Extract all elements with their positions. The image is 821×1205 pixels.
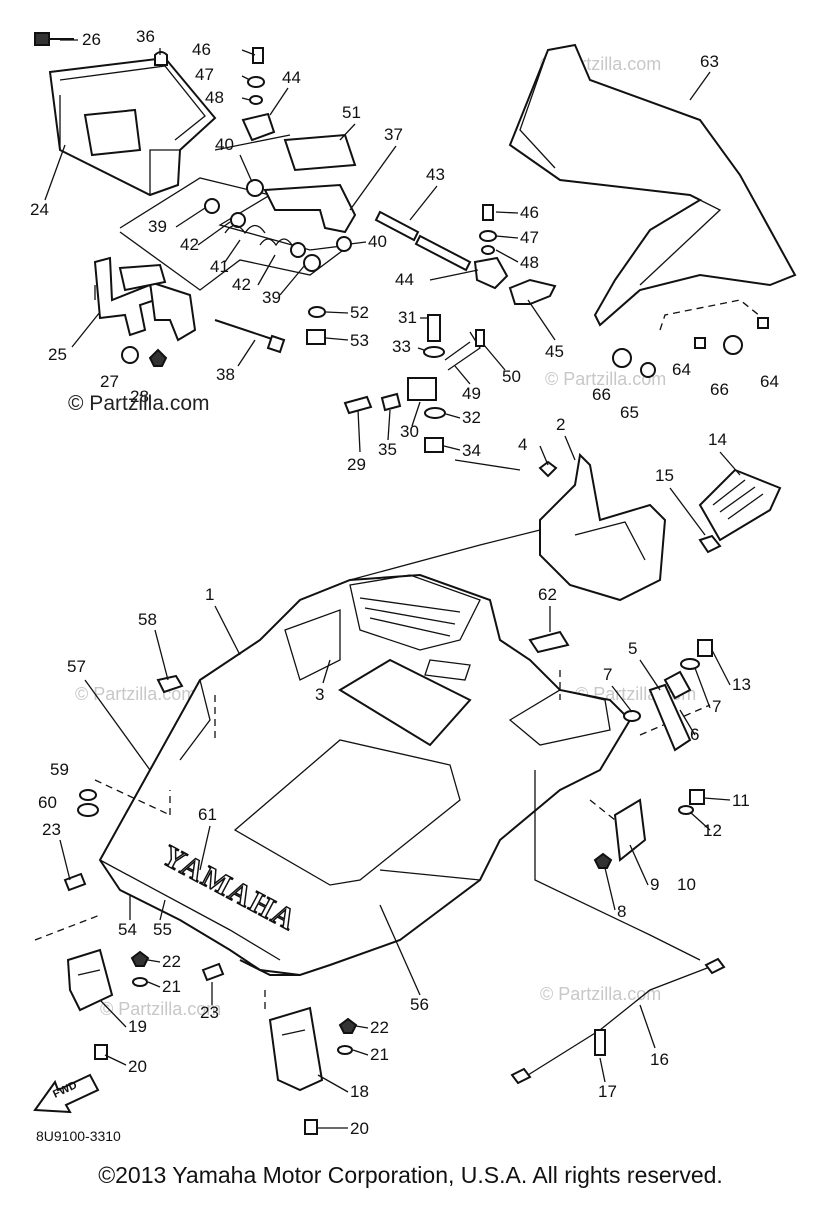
callout-label: 22 — [370, 1018, 389, 1037]
callout-label: 37 — [384, 125, 403, 144]
callout-label: 47 — [195, 65, 214, 84]
watermark: © Partzilla.com — [540, 984, 661, 1004]
callout-label: 5 — [628, 639, 637, 658]
callout-label: 66 — [710, 380, 729, 399]
callout-label: 2 — [556, 415, 565, 434]
watermark: © Partzilla.com — [545, 369, 666, 389]
callout-label: 27 — [100, 372, 119, 391]
callout-label: 22 — [162, 952, 181, 971]
callout-label: 49 — [462, 384, 481, 403]
callout-label: 59 — [50, 760, 69, 779]
bracket — [93, 256, 197, 342]
callout-label: 9 — [650, 875, 659, 894]
callout-label: 66 — [592, 385, 611, 404]
callout-label: 48 — [520, 253, 539, 272]
callout-label: 34 — [462, 441, 481, 460]
callout-label: 18 — [350, 1082, 369, 1101]
callout-labels: 26 36 46 47 48 44 51 37 40 43 24 39 42 4… — [30, 27, 779, 1138]
callout-label: 54 — [118, 920, 137, 939]
bracket-2 — [539, 452, 667, 602]
callout-label: 31 — [398, 308, 417, 327]
callout-label: 19 — [128, 1017, 147, 1036]
callout-label: 44 — [282, 68, 301, 87]
callout-label: 41 — [210, 257, 229, 276]
callout-label: 33 — [392, 337, 411, 356]
partzilla-watermark: © Partzilla.com — [68, 392, 210, 415]
callout-label: 63 — [700, 52, 719, 71]
callout-label: 30 — [400, 422, 419, 441]
callout-label: 48 — [205, 88, 224, 107]
callout-label: 46 — [192, 40, 211, 59]
callout-label: 61 — [198, 805, 217, 824]
headlight-housing — [48, 56, 217, 197]
callout-label: 17 — [598, 1082, 617, 1101]
callout-label: 4 — [518, 435, 527, 454]
callout-label: 56 — [410, 995, 429, 1014]
callout-label: 42 — [180, 235, 199, 254]
callout-label: 32 — [462, 408, 481, 427]
callout-label: 16 — [650, 1050, 669, 1069]
callout-label: 57 — [67, 657, 86, 676]
callout-label: 46 — [520, 203, 539, 222]
callout-label: 53 — [350, 331, 369, 350]
callout-label: 39 — [262, 288, 281, 307]
watermark: © Partzilla.com — [100, 999, 221, 1019]
callout-label: 39 — [148, 217, 167, 236]
callout-label: 35 — [378, 440, 397, 459]
callout-label: 7 — [712, 697, 721, 716]
callout-label: 52 — [350, 303, 369, 322]
callout-label: 11 — [732, 791, 750, 810]
callout-label: 64 — [672, 360, 691, 379]
callout-label: 65 — [620, 403, 639, 422]
callout-label: 28 — [130, 387, 149, 406]
callout-label: 47 — [520, 228, 539, 247]
callout-label: 1 — [205, 585, 214, 604]
part-code: 8U9100-3310 — [36, 1128, 121, 1144]
fwd-arrow: FWD — [33, 1073, 100, 1114]
callout-label: 23 — [42, 820, 61, 839]
main-hood — [98, 573, 632, 977]
callout-label: 50 — [502, 367, 521, 386]
callout-label: 36 — [136, 27, 155, 46]
callout-label: 24 — [30, 200, 49, 219]
callout-label: 55 — [153, 920, 172, 939]
callout-label: 15 — [655, 466, 674, 485]
callout-label: 29 — [347, 455, 366, 474]
callout-label: 51 — [342, 103, 361, 122]
callout-label: 60 — [38, 793, 57, 812]
callout-label: 10 — [677, 875, 696, 894]
callout-label: 40 — [368, 232, 387, 251]
callout-label: 58 — [138, 610, 157, 629]
callout-label: 25 — [48, 345, 67, 364]
callout-label: 44 — [395, 270, 414, 289]
copyright-text: ©2013 Yamaha Motor Corporation, U.S.A. A… — [98, 1162, 723, 1188]
callout-label: 64 — [760, 372, 779, 391]
leader-lines — [44, 39, 741, 1129]
callout-label: 43 — [426, 165, 445, 184]
callout-label: 40 — [215, 135, 234, 154]
callout-label: 14 — [708, 430, 727, 449]
callout-label: 26 — [82, 30, 101, 49]
callout-label: 20 — [350, 1119, 369, 1138]
callout-label: 8 — [617, 902, 626, 921]
callout-label: 20 — [128, 1057, 147, 1076]
callout-label: 62 — [538, 585, 557, 604]
callout-label: 23 — [200, 1003, 219, 1022]
callout-label: 45 — [545, 342, 564, 361]
callout-label: 7 — [603, 665, 612, 684]
callout-label: 21 — [162, 977, 181, 996]
callout-label: 3 — [315, 685, 324, 704]
callout-label: 38 — [216, 365, 235, 384]
callout-label: 12 — [703, 821, 722, 840]
callout-label: 21 — [370, 1045, 389, 1064]
windshield — [508, 43, 797, 327]
callout-label: 13 — [732, 675, 751, 694]
callout-label: 42 — [232, 275, 251, 294]
